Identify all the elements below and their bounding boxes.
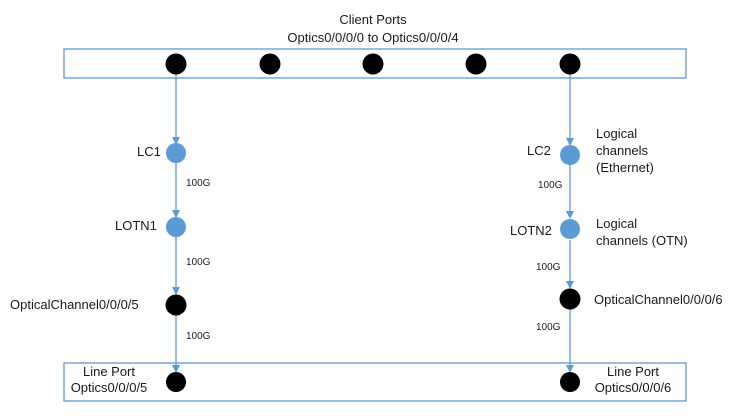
rate-label-left-2: 100G [186,257,211,268]
lc1-label: LC1 [137,144,161,159]
client-ports-title: Client Ports Optics0/0/0/0 to Optics0/0/… [248,12,498,46]
rate-label-right-2: 100G [536,262,561,273]
lotn2-label: LOTN2 [510,223,552,238]
client-ports-title-line1: Client Ports [339,12,407,27]
lotn1-label: LOTN1 [115,218,157,233]
client-ports-title-line2: Optics0/0/0/0 to Optics0/0/0/4 [287,30,459,45]
line-port-5-label: Line Port Optics0/0/0/5 [66,364,152,396]
line-port-6-label-line1: Line Port [606,364,660,379]
line-port-5-node [166,372,186,392]
rate-label-left-1: 100G [186,178,211,189]
client-port-node [559,53,581,75]
logical-channels-otn-label: Logical channels (OTN) [596,216,706,249]
logical-channels-ethernet-label: Logical channels (Ethernet) [596,126,696,176]
line-port-5-label-line2: Optics0/0/0/5 [70,380,148,395]
optical-channel-6-node [559,288,581,310]
client-port-node [165,53,187,75]
line-port-6-label-line2: Optics0/0/0/6 [594,380,672,395]
lc2-node [560,145,580,165]
rate-label-right-3: 100G [536,322,561,333]
lc2-label: LC2 [527,143,551,158]
lotn2-node [560,219,580,239]
rate-label-left-3: 100G [186,331,211,342]
lotn1-node [166,217,186,237]
optical-channel-5-node [165,294,187,316]
lc1-node [166,143,186,163]
logical-eth-line3: (Ethernet) [596,160,654,175]
logical-eth-line1: Logical [596,126,638,141]
client-port-node [259,53,281,75]
client-port-node [362,53,384,75]
optical-channel-6-label: OpticalChannel0/0/0/6 [594,292,723,307]
rate-label-right-1: 100G [538,180,563,191]
line-port-5-label-line1: Line Port [82,364,136,379]
logical-otn-line2: channels (OTN) [596,233,688,248]
optical-channel-5-label: OpticalChannel0/0/0/5 [10,297,139,312]
logical-otn-line1: Logical [596,216,638,231]
line-port-6-node [560,372,580,392]
logical-eth-line2: channels [596,143,649,158]
client-port-node [465,53,487,75]
line-port-6-label: Line Port Optics0/0/0/6 [588,364,678,396]
